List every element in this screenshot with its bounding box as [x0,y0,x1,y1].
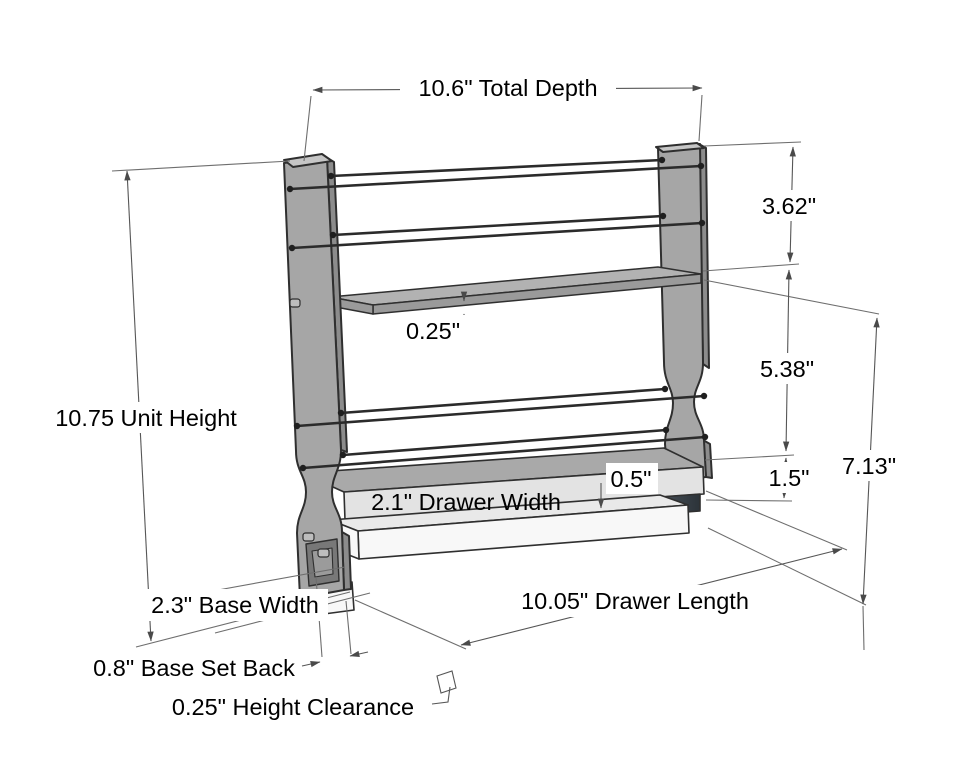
front-panel-peg [302,532,315,542]
rail-gap-label: 1.5" [768,465,809,491]
rail [340,387,666,415]
total-depth-label: 10.6" Total Depth [418,75,597,101]
shelf-thickness-label: 0.25" [406,318,460,344]
front-panel-peg [289,298,301,308]
height-clearance-label: 0.25" Height Clearance [172,694,414,720]
front-panel-face [283,157,345,599]
rail [302,435,706,470]
label-backgrounds [45,72,902,621]
middle-shelf [329,266,702,315]
front-panel [283,153,352,599]
drawer-width-label: 2.1" Drawer Width [371,489,561,515]
base-set-back-label: 0.8" Base Set Back [93,655,295,681]
drawer-length-label: 10.05" Drawer Length [521,588,749,614]
side-height-label: 7.13" [842,453,896,479]
height-clearance-leader [431,686,451,705]
rails [286,156,709,472]
rail [342,428,667,457]
front-panel-peg [317,548,330,558]
base-set-back-arrow-left [301,660,321,668]
rail [330,158,663,178]
rail-end-caps [286,156,709,472]
dimension-labels: 10.6" Total Depth 10.75 Unit Height 3.62… [55,75,896,720]
base-width-label: 2.3" Base Width [151,592,319,618]
drawer-assembly [301,447,705,615]
back-panel-top-face [655,142,705,153]
rail [296,394,705,428]
section-top-label: 3.62" [762,193,816,219]
drawer-front-height-label: 0.5" [610,466,651,492]
rail [289,164,702,191]
unit-height-label: 10.75 Unit Height [55,405,237,431]
height-clearance-gap-indicator [436,670,457,694]
base-set-back-arrow-right [349,650,369,658]
rail [291,221,703,250]
rail [332,214,664,237]
section-mid-label: 5.38" [760,356,814,382]
front-panel-top-face [283,153,333,168]
